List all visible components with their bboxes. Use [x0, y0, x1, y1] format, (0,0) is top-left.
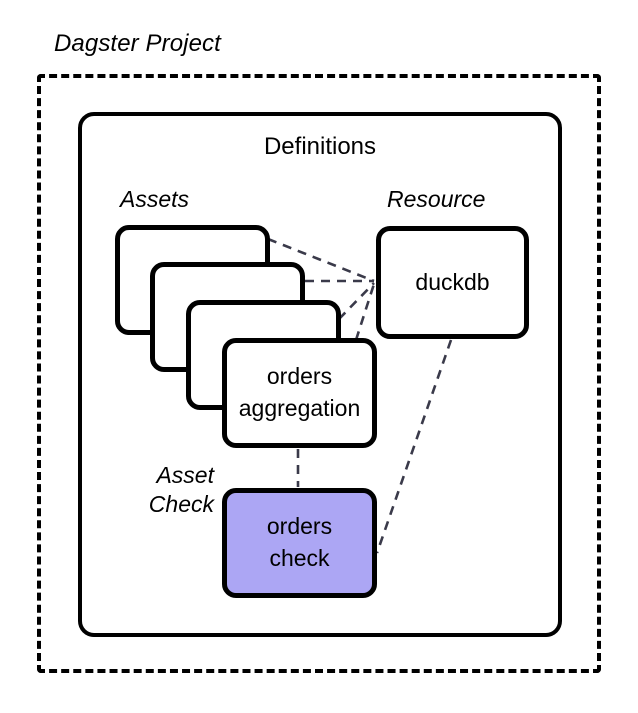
edge-asset1-to-duckdb — [267, 237, 375, 283]
resource-group-label: Resource — [387, 186, 486, 212]
edge-asset3-to-duckdb — [338, 282, 375, 320]
resource-node-duckdb[interactable]: duckdb — [376, 226, 529, 339]
asset-check-node-orders-check[interactable]: orders check — [222, 488, 377, 598]
asset-check-node-orders-check-label: orders check — [266, 513, 333, 571]
definitions-label: Definitions — [263, 133, 377, 160]
assets-group-label: Assets — [120, 186, 190, 212]
asset-node-orders-aggregation[interactable]: orders aggregation — [222, 338, 377, 448]
edge-asset4-to-duckdb — [354, 283, 376, 341]
asset-check-group-label: Asset Check — [148, 462, 214, 517]
dagster-project-boundary — [37, 74, 601, 673]
project-title: Dagster Project — [54, 30, 221, 57]
resource-node-duckdb-label: duckdb — [415, 268, 490, 295]
edge-duckdb-to-orders-check — [375, 339, 453, 554]
asset-node-orders-aggregation-label: orders aggregation — [238, 363, 361, 421]
